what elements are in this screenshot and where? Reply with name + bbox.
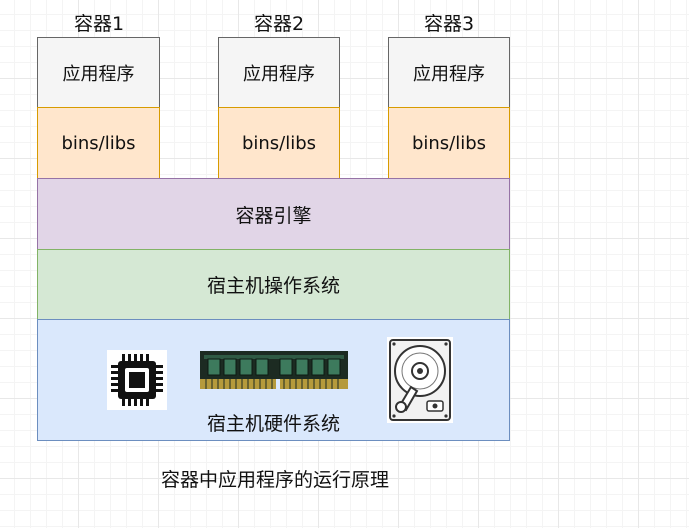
container-2-bins-box[interactable]: bins/libs — [218, 107, 340, 179]
cpu-chip-icon — [107, 350, 167, 410]
container-engine-layer[interactable]: 容器引擎 — [37, 178, 510, 250]
host-os-layer[interactable]: 宿主机操作系统 — [37, 249, 510, 320]
container-3-title: 容器3 — [423, 12, 475, 35]
hard-disk-icon — [387, 337, 453, 423]
container-1-app-box[interactable]: 应用程序 — [37, 37, 160, 108]
container-3-bins-box[interactable]: bins/libs — [388, 107, 510, 179]
ram-module-icon — [200, 351, 348, 389]
diagram-caption: 容器中应用程序的运行原理 — [160, 468, 389, 491]
container-2-title: 容器2 — [253, 12, 305, 35]
container-1-bins-box[interactable]: bins/libs — [37, 107, 160, 179]
host-hardware-label: 宿主机硬件系统 — [206, 412, 340, 435]
container-1-title: 容器1 — [73, 12, 125, 35]
container-2-app-box[interactable]: 应用程序 — [218, 37, 340, 108]
container-3-app-box[interactable]: 应用程序 — [388, 37, 510, 108]
